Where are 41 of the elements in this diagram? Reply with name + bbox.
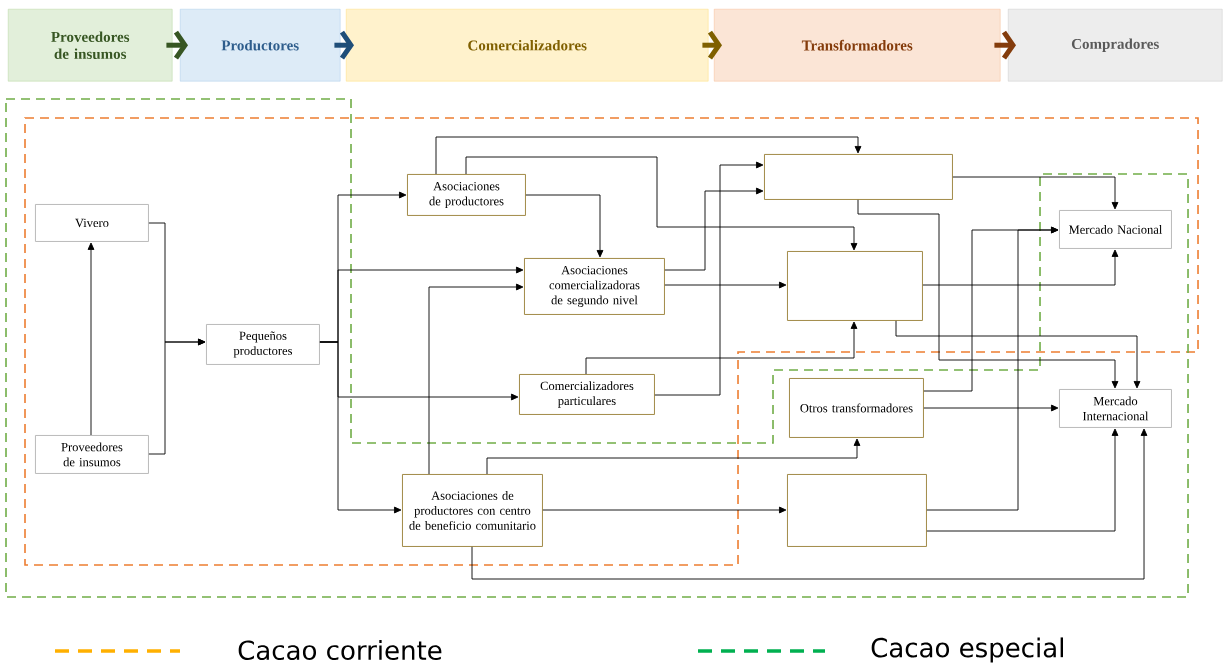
arrow — [922, 249, 1119, 286]
stage-box: Comercializadores — [346, 9, 709, 82]
box — [787, 251, 923, 321]
arrow — [664, 187, 764, 271]
arrow — [952, 176, 1119, 210]
process-box: Asociaciones de productores con centro de beneficio comunitario — [402, 474, 543, 547]
arrow — [525, 194, 604, 258]
arrow — [148, 338, 206, 455]
stage-box: Compradores — [1008, 9, 1223, 82]
process-box: Mercado Internacional — [1059, 389, 1172, 428]
box — [787, 474, 927, 547]
arrow — [465, 156, 858, 251]
process-box: Comercializadores particulares — [519, 374, 655, 415]
arrow — [857, 199, 1119, 389]
arrow — [895, 320, 1141, 389]
process-box: Vivero — [35, 204, 149, 242]
process-box: Mercado Nacional — [1059, 210, 1172, 249]
box — [764, 154, 953, 200]
arrow — [542, 506, 787, 514]
process-box: Asociaciones comercializadoras de segundo nivel — [524, 258, 665, 315]
process-box: Asociaciones de productores — [407, 174, 526, 216]
arrow — [654, 161, 764, 396]
arrow — [926, 226, 1059, 511]
arrow — [664, 281, 787, 289]
stage-box: Transformadores — [714, 9, 1001, 82]
arrow — [435, 136, 862, 175]
arrow — [471, 428, 1148, 580]
legend-label: Cacao corriente — [238, 639, 442, 661]
arrow — [428, 283, 524, 475]
stage-box: Productores — [180, 9, 341, 82]
arrow — [486, 438, 861, 475]
process-box: Otros transformadores — [789, 378, 924, 438]
process-box: Proveedores de insumos — [35, 435, 149, 474]
arrow — [585, 321, 858, 375]
arrow — [87, 242, 95, 436]
stage-box: Proveedores de insumos — [8, 9, 173, 82]
legend-label: Cacao especial — [871, 637, 1063, 663]
arrow — [923, 404, 1059, 412]
arrow — [926, 428, 1119, 532]
arrow — [319, 341, 402, 514]
process-box: Pequeños productores — [206, 324, 320, 365]
